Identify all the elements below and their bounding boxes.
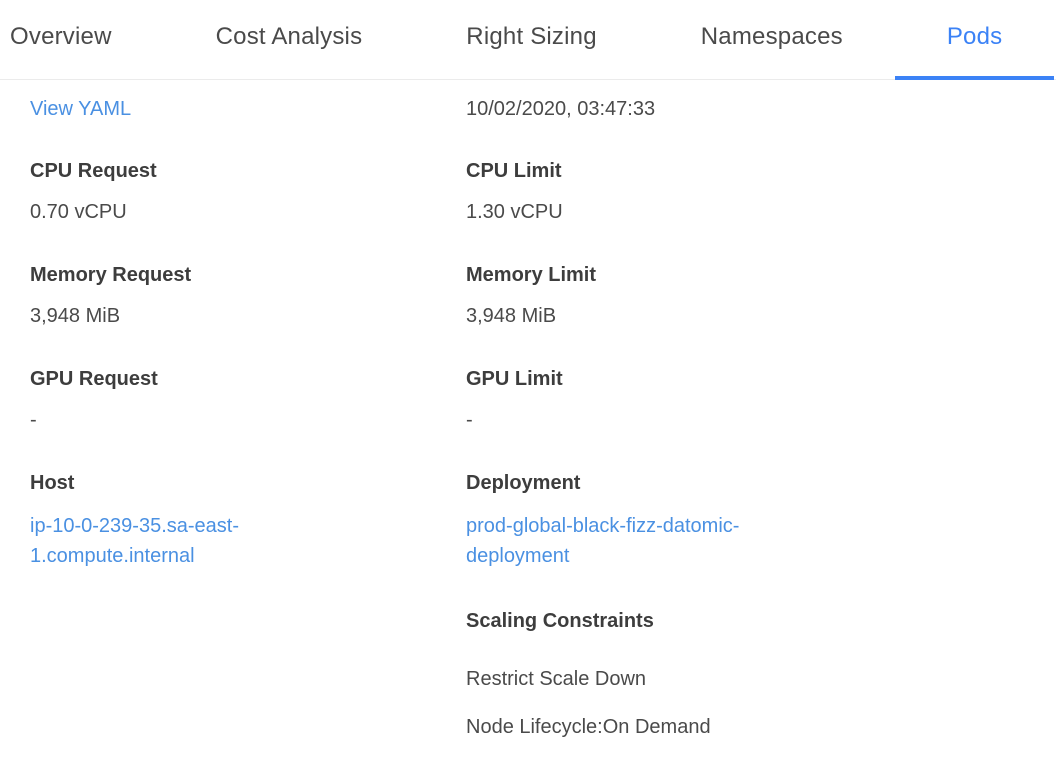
field-deployment: Deployment prod-global-black-fizz-datomi… xyxy=(466,471,1026,571)
field-value: - xyxy=(466,409,473,431)
field-cpu-limit: CPU Limit 1.30 vCPU xyxy=(466,159,1026,225)
details-right-column: 10/02/2020, 03:47:33 CPU Limit 1.30 vCPU… xyxy=(466,97,1026,758)
field-label: CPU Request xyxy=(30,160,157,182)
tab-namespaces[interactable]: Namespaces xyxy=(700,23,843,50)
field-host: Host ip-10-0-239-35.sa-east-1.compute.in… xyxy=(30,471,466,571)
field-label: Deployment xyxy=(466,472,581,494)
field-label: CPU Limit xyxy=(466,160,562,182)
tab-cost-analysis[interactable]: Cost Analysis xyxy=(215,23,363,50)
pod-details-panel: View YAML CPU Request 0.70 vCPU Memory R… xyxy=(0,80,1056,758)
scaling-constraints-title: Scaling Constraints xyxy=(466,610,654,632)
last-updated-timestamp: 10/02/2020, 03:47:33 xyxy=(466,98,656,120)
field-value: 3,948 MiB xyxy=(30,305,121,327)
field-label: Memory Request xyxy=(30,264,192,286)
host-link[interactable]: ip-10-0-239-35.sa-east-1.compute.interna… xyxy=(30,515,239,567)
scaling-constraints-section: Scaling Constraints Restrict Scale Down … xyxy=(466,609,1026,739)
details-left-column: View YAML CPU Request 0.70 vCPU Memory R… xyxy=(30,97,466,758)
deployment-link[interactable]: prod-global-black-fizz-datomic-deploymen… xyxy=(466,515,740,567)
field-cpu-request: CPU Request 0.70 vCPU xyxy=(30,159,466,225)
tab-overview[interactable]: Overview xyxy=(10,23,112,50)
field-gpu-limit: GPU Limit - xyxy=(466,367,1026,433)
field-label: Host xyxy=(30,472,75,494)
field-value: 0.70 vCPU xyxy=(30,201,127,223)
field-label: GPU Request xyxy=(30,368,158,390)
field-memory-limit: Memory Limit 3,948 MiB xyxy=(466,263,1026,329)
field-value: 3,948 MiB xyxy=(466,305,557,327)
tab-right-sizing[interactable]: Right Sizing xyxy=(466,23,597,50)
field-value: 1.30 vCPU xyxy=(466,201,563,223)
view-yaml-link[interactable]: View YAML xyxy=(30,98,132,120)
tab-pods[interactable]: Pods xyxy=(894,0,1055,80)
field-label: GPU Limit xyxy=(466,368,563,390)
scaling-constraint-item: Restrict Scale Down xyxy=(466,668,647,690)
field-gpu-request: GPU Request - xyxy=(30,367,466,433)
tab-bar: Overview Cost Analysis Right Sizing Name… xyxy=(0,0,1056,80)
field-value: - xyxy=(30,409,37,431)
field-memory-request: Memory Request 3,948 MiB xyxy=(30,263,466,329)
scaling-constraint-item: Node Lifecycle:On Demand xyxy=(466,716,711,738)
field-label: Memory Limit xyxy=(466,264,597,286)
